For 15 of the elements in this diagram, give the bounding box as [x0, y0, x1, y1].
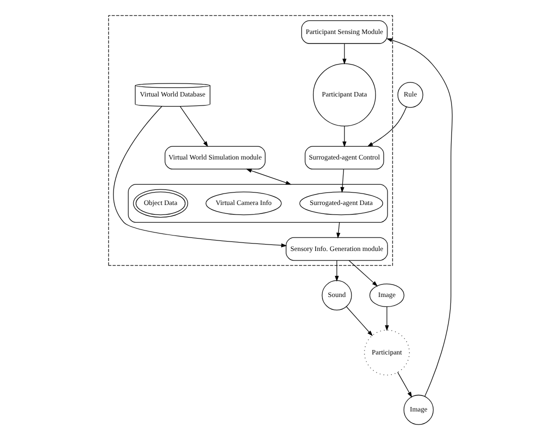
arrow	[342, 126, 346, 148]
arrow	[367, 106, 407, 147]
arrow	[397, 372, 412, 398]
cluster	[128, 184, 388, 223]
arrow	[180, 106, 208, 147]
arrow	[334, 260, 339, 282]
arrow	[384, 306, 389, 332]
arrow	[346, 306, 373, 336]
arrow	[113, 106, 287, 248]
arrow	[340, 168, 344, 193]
arrow	[386, 38, 453, 397]
arrow	[336, 222, 340, 238]
arrow	[246, 168, 292, 185]
arrow	[342, 43, 346, 64]
arrow	[348, 260, 378, 286]
